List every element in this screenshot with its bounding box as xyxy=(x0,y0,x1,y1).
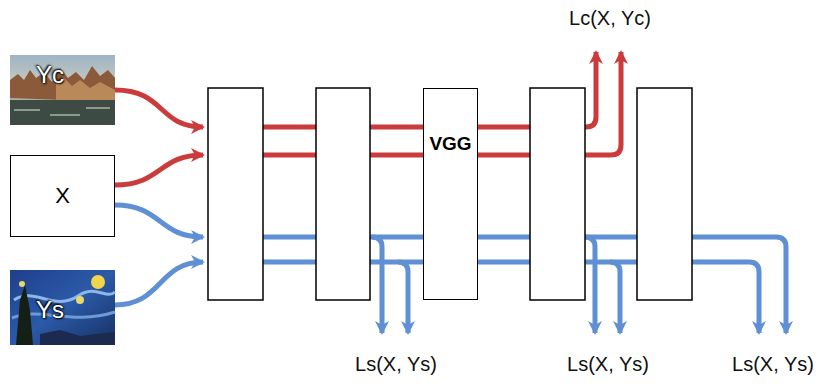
style-branch xyxy=(610,262,620,333)
style-loss: Ls(X, Ys) xyxy=(353,353,439,376)
style-image: Ys xyxy=(10,270,115,345)
layer-box xyxy=(316,88,370,300)
image-name: X xyxy=(55,183,70,209)
style-input xyxy=(115,262,203,305)
vgg-layers xyxy=(208,88,692,300)
style-branch xyxy=(398,262,408,333)
painting-ground xyxy=(10,270,115,345)
content-loss: Lc(X, Yc) xyxy=(567,7,653,30)
style-loss: Ls(X, Ys) xyxy=(730,353,816,376)
style-painting xyxy=(10,270,115,345)
style-loss: Ls(X, Ys) xyxy=(565,353,651,376)
network-name: VGG xyxy=(429,133,471,155)
star xyxy=(76,296,84,304)
canal xyxy=(10,100,115,125)
input-box: X xyxy=(10,155,115,237)
star xyxy=(19,281,25,287)
style-branch xyxy=(585,237,595,333)
style-branch xyxy=(372,237,382,333)
swirl xyxy=(14,291,115,301)
painting-ground xyxy=(10,55,115,125)
content-input xyxy=(115,155,203,185)
style-input xyxy=(115,205,203,237)
content-painting xyxy=(10,55,115,125)
cypress xyxy=(16,285,33,345)
layer-box xyxy=(208,88,263,300)
village xyxy=(40,330,115,345)
layer-box xyxy=(637,88,692,300)
reflection xyxy=(14,108,110,115)
image-name: Yc xyxy=(36,61,64,89)
moon xyxy=(91,275,105,289)
vgg-layer-box: VGG xyxy=(423,88,478,300)
content-input xyxy=(115,90,203,127)
content-image: Yc xyxy=(10,55,115,125)
image-name: Ys xyxy=(36,296,64,324)
layer-box xyxy=(530,88,585,300)
